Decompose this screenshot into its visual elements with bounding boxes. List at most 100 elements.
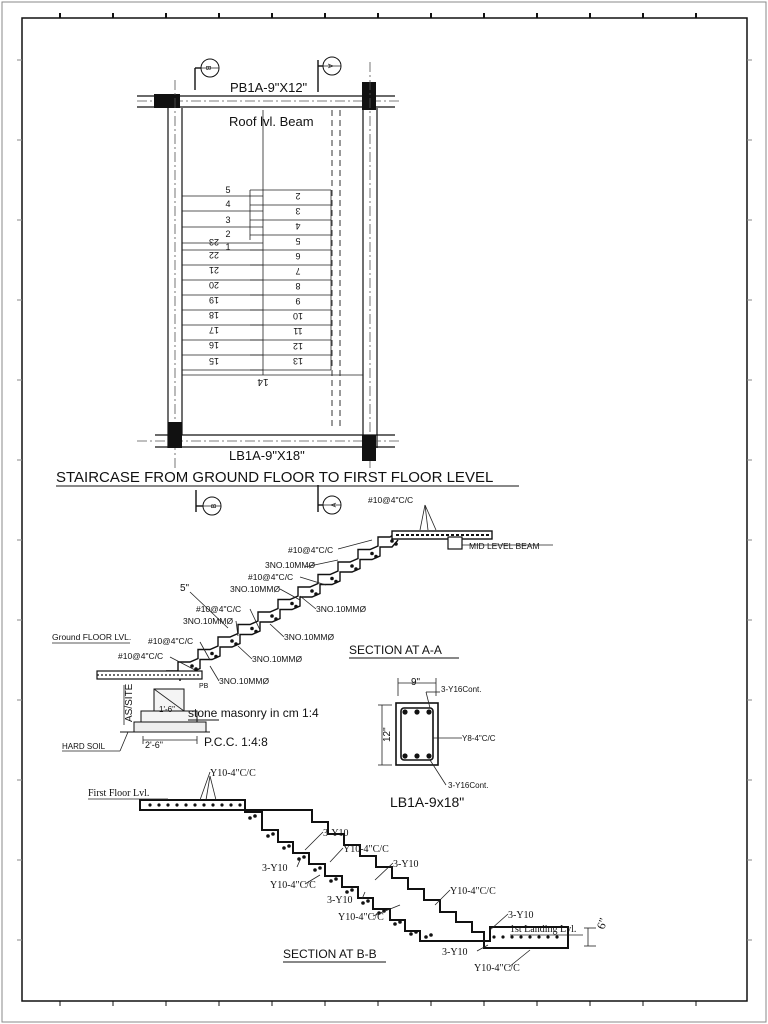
aa-rebar-label: 3NO.10MMØ <box>230 584 280 594</box>
beam-width-dim: 9" <box>411 677 421 688</box>
plan-step-number-left: 19 <box>209 295 219 305</box>
bb-rebar-dot <box>393 922 397 926</box>
aa-rebar-label: #10@4"C/C <box>288 545 333 555</box>
aa-leader <box>299 595 317 610</box>
aa-leader <box>169 656 196 671</box>
aa-rebar-dot <box>374 554 378 559</box>
beam-section-lb1a: 9" 12" 3-Y16Cont. Y8-4"C/C 3-Y16Cont. LB… <box>378 677 496 810</box>
pb-label: PB <box>199 683 209 690</box>
landing-step-label: 14 <box>257 376 269 387</box>
dim-5-label: 5" <box>180 583 190 594</box>
plan-step-number-left: 3 <box>225 215 230 225</box>
aa-rebar-dot <box>214 654 218 659</box>
plan-step-number-left: 18 <box>209 310 219 320</box>
bb-leader <box>304 831 324 851</box>
plan-step-number-right: 3 <box>295 206 300 216</box>
plan-step-number-left: 20 <box>209 280 219 290</box>
aa-rebar-dot <box>274 617 278 621</box>
section-marker-bottom-left: B <box>195 490 222 516</box>
bb-rebar-dot <box>238 803 242 807</box>
bb-rebar-dot <box>345 890 349 894</box>
bb-rebar-dot <box>302 855 306 859</box>
bb-rebar-dot <box>318 866 322 870</box>
aa-rebar-label: #10@4"C/C <box>148 636 193 646</box>
plan-step-number-right: 10 <box>293 311 303 321</box>
plan-step-number-right: 6 <box>295 251 300 261</box>
bb-rebar-dot <box>211 803 215 807</box>
bb-rebar-label: 3-Y10 <box>262 863 288 874</box>
plan-step-number-left: 2 <box>225 229 230 239</box>
aa-leader <box>235 620 239 637</box>
aa-rebar-label: 3NO.10MMØ <box>284 632 334 642</box>
aa-rebar-dot <box>210 651 214 656</box>
bb-rebar-label: 3-Y10 <box>508 910 534 921</box>
bb-leader <box>296 859 301 868</box>
first-floor-label: First Floor Lvl. <box>88 788 149 799</box>
bb-leader <box>489 913 509 931</box>
bb-rebar-label: 3-Y10 <box>323 828 349 839</box>
aa-rebar-dot <box>230 639 234 643</box>
plan-step-number-right: 2 <box>295 191 300 201</box>
aa-rebar-dot <box>190 664 194 668</box>
top-beam-label: PB1A-9"X12" <box>230 80 308 95</box>
aa-rebar-label: 3NO.10MMØ <box>183 616 233 626</box>
bb-leader <box>434 889 451 906</box>
bb-rebar-dot <box>175 803 179 807</box>
aa-rebar-dot <box>390 539 394 543</box>
bb-leader <box>199 771 211 801</box>
column-bottom-right <box>362 435 376 461</box>
bb-rebar-dot <box>220 803 224 807</box>
aa-rebar-dot <box>370 551 374 556</box>
bb-rebar-label: 3-Y10 <box>327 895 353 906</box>
stone-masonry-label: stone masonry in cm 1:4 <box>188 706 319 720</box>
bb-leader <box>372 904 401 917</box>
aa-leader <box>237 645 253 660</box>
bb-rebar-dot <box>429 933 433 937</box>
bb-leader <box>508 949 531 968</box>
bb-rebar-dot <box>202 803 206 807</box>
bb-rebar-dot <box>398 920 402 924</box>
aa-rebar-label: 3NO.10MMØ <box>265 560 315 570</box>
aa-rebar-dot <box>250 626 254 631</box>
plan-step-number-left: 23 <box>209 237 219 247</box>
aa-rebar-dot <box>254 629 258 634</box>
bb-rebar-dot <box>409 932 413 936</box>
plan-step-number-left: 21 <box>209 265 219 275</box>
bb-rebar-dot <box>297 857 301 861</box>
plan-step-number-left: 1 <box>225 242 230 252</box>
aa-rebar-dot <box>234 642 238 646</box>
bb-rebar-dot <box>414 930 418 934</box>
aa-leader <box>337 539 373 550</box>
aa-rebar-label: #10@4"C/C <box>196 604 241 614</box>
bb-rebar-dot <box>266 834 270 838</box>
bb-rebar-label: Y10-4"C/C <box>270 880 316 891</box>
bb-rebar-dot <box>361 901 365 905</box>
aa-leader <box>299 576 327 586</box>
bb-rebar-dot <box>166 803 170 807</box>
aa-rebar-label: 3NO.10MMØ <box>252 654 302 664</box>
column-top-left <box>154 94 180 108</box>
aa-rebar-dot <box>334 579 338 584</box>
aa-rebar-dot <box>294 604 298 609</box>
plan-step-number-left: 16 <box>209 340 219 350</box>
bottom-beam-label: LB1A-9"X18" <box>229 448 305 463</box>
bb-rebar-dot <box>248 816 252 820</box>
bb-rebar-label: 3-Y10 <box>393 859 419 870</box>
roof-beam-label: Roof lvl. Beam <box>229 114 314 129</box>
bb-rebar-label: Y10-4"C/C <box>343 844 389 855</box>
bb-rebar-dot <box>271 832 275 836</box>
bb-rebar-dot <box>350 888 354 892</box>
aa-leader <box>304 559 339 568</box>
plan-step-number-right: 11 <box>293 326 302 336</box>
section-marker-top-right: A <box>317 56 342 92</box>
column-bottom-left <box>168 422 182 448</box>
aa-rebar-label: #10@4"C/C <box>248 572 293 582</box>
bb-rebar-dot <box>501 935 505 939</box>
bb-rebar-label: Y10-4"C/C <box>210 768 256 779</box>
bb-leader <box>304 874 321 885</box>
aa-rebar-label: #10@4"C/C <box>118 651 163 661</box>
bb-leader <box>329 847 344 863</box>
